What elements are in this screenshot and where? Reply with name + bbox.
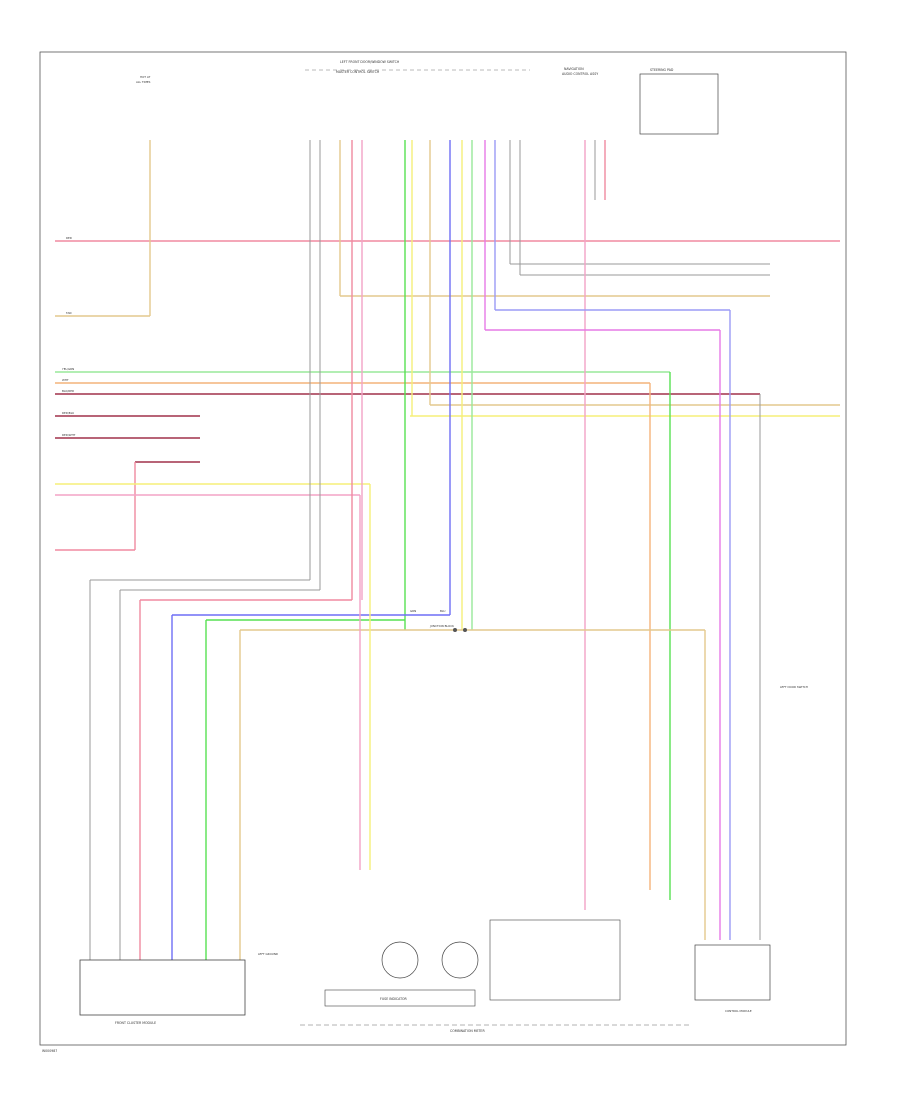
combination-meter-box — [489, 919, 621, 1001]
front-cluster-box — [79, 959, 246, 1016]
junction-node-1 — [453, 628, 457, 632]
gauge-2-icon — [441, 941, 479, 979]
wire-label-blk-red: BLK/RED — [62, 389, 74, 393]
junction-node-2 — [463, 628, 467, 632]
right-control-label: CONTROL MODULE — [725, 1009, 752, 1013]
wire-label-yel-grn: YEL/GRN — [62, 367, 74, 371]
combination-meter-label: COMBINATION METER — [450, 1029, 485, 1033]
wire-label-tan: TAN — [65, 311, 72, 315]
left-ground-label: LEFT GROUND — [258, 952, 278, 956]
fuse-indicator-label: FUSE INDICATOR — [380, 997, 408, 1001]
header-steering-pad: STEERING PAD — [650, 68, 674, 72]
header-navigation-2: AUDIO CONTROL ASSY — [562, 72, 598, 76]
header-hot-2: ALL TIMES — [136, 80, 151, 84]
gauge-1-icon — [381, 941, 419, 979]
left-door-switch-label: LEFT DOOR SWITCH — [780, 685, 808, 689]
wire-label-red: RED — [66, 236, 72, 240]
header-navigation-1: NAVIGATION — [564, 67, 584, 71]
header-door-switch-1: LEFT FRONT DOOR/WINDOW SWITCH — [340, 60, 400, 64]
front-cluster-label: FRONT CLUSTER MODULE — [115, 1021, 156, 1025]
header-door-switch-2: MASTER CONTROL SWITCH — [336, 70, 380, 74]
header-hot-1: HOT AT — [140, 75, 151, 79]
junction-label: JUNCTION BLOCK — [429, 624, 454, 628]
steering-pad-box — [639, 73, 719, 135]
wire-label-grn: GRN — [410, 609, 416, 613]
right-control-box — [694, 944, 771, 1001]
wire-label-blu: BLU — [440, 609, 445, 613]
fuse-indicator-box — [324, 989, 476, 1007]
diagram-frame — [39, 51, 847, 1046]
wire-label-red-wht: RED/WHT — [62, 433, 76, 437]
wire-label-wht: WHT — [62, 378, 69, 382]
wire-label-red-blu: RED/BLU — [62, 411, 74, 415]
footer-code: W000987 — [42, 1049, 57, 1053]
